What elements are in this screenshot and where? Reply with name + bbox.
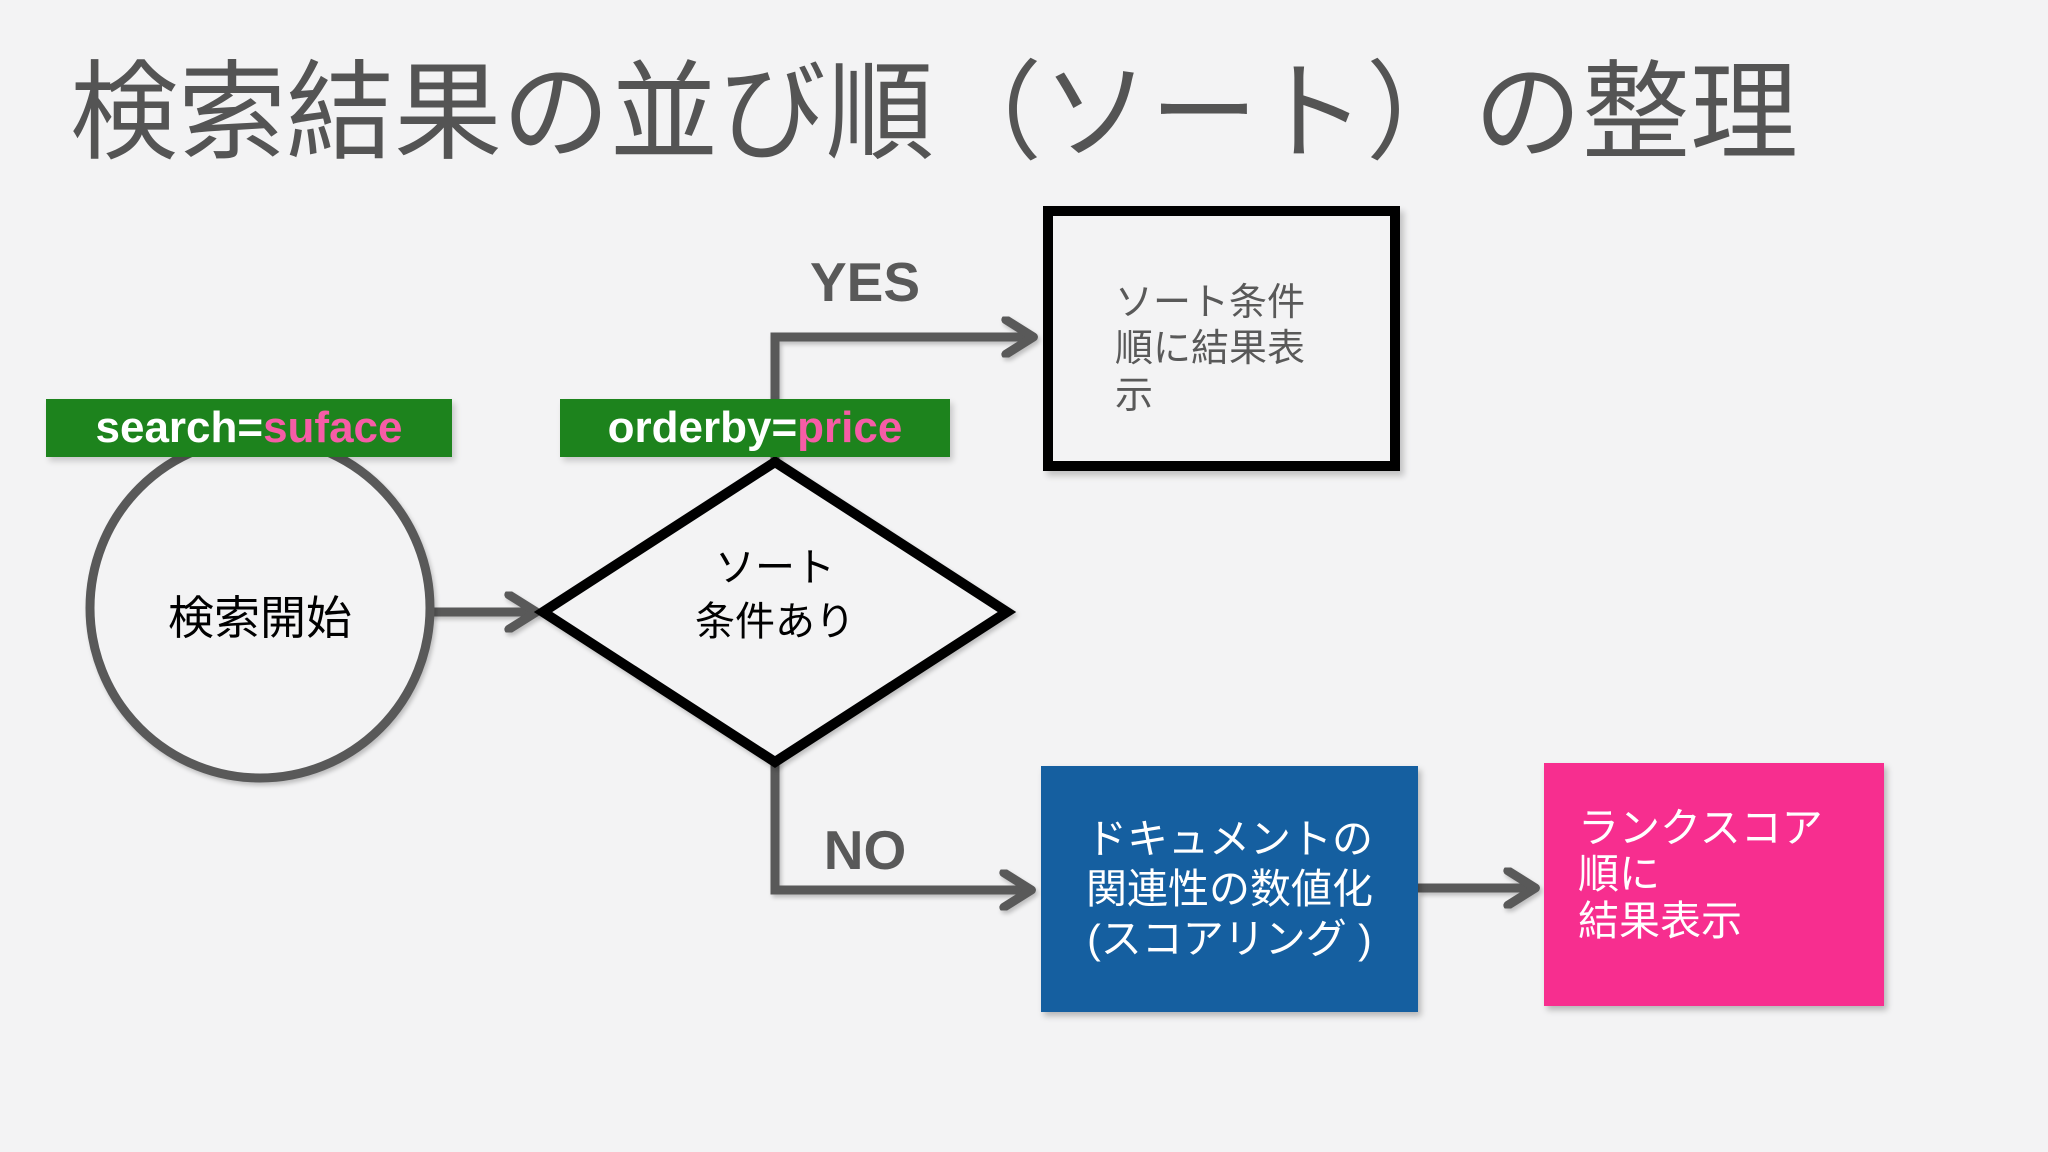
slide-title: 検索結果の並び順（ソート）の整理 — [70, 52, 1799, 173]
no-branch-label: NO — [823, 819, 907, 881]
param-label-search: search=suface — [46, 399, 452, 457]
rank-result-box: ランクスコア 順に 結果表示 — [1544, 763, 1884, 1006]
start-circle-label: 検索開始 — [168, 592, 352, 644]
param-search-value: suface — [263, 403, 403, 452]
sorted-result-box: ソート条件 順に結果表 示 — [1043, 206, 1400, 471]
decision-diamond-label: ソート 条件あり — [695, 546, 855, 644]
scoring-box: ドキュメントの 関連性の数値化 (スコアリング ) — [1041, 766, 1418, 1012]
yes-branch-label: YES — [809, 251, 921, 313]
decision-diamond — [533, 456, 1017, 768]
param-orderby-key: orderby= — [607, 403, 798, 452]
scoring-box-label: ドキュメントの 関連性の数値化 (スコアリング ) — [1086, 815, 1373, 962]
arrow-decision-no-to-scoring — [770, 760, 1028, 890]
param-label-orderby: orderby=price — [560, 399, 950, 457]
param-orderby-value: price — [797, 403, 903, 452]
sorted-result-box-label: ソート条件 順に結果表 示 — [1115, 281, 1306, 417]
param-search-key: search= — [95, 403, 264, 452]
rank-result-box-label: ランクスコア 順に 結果表示 — [1578, 805, 1823, 944]
